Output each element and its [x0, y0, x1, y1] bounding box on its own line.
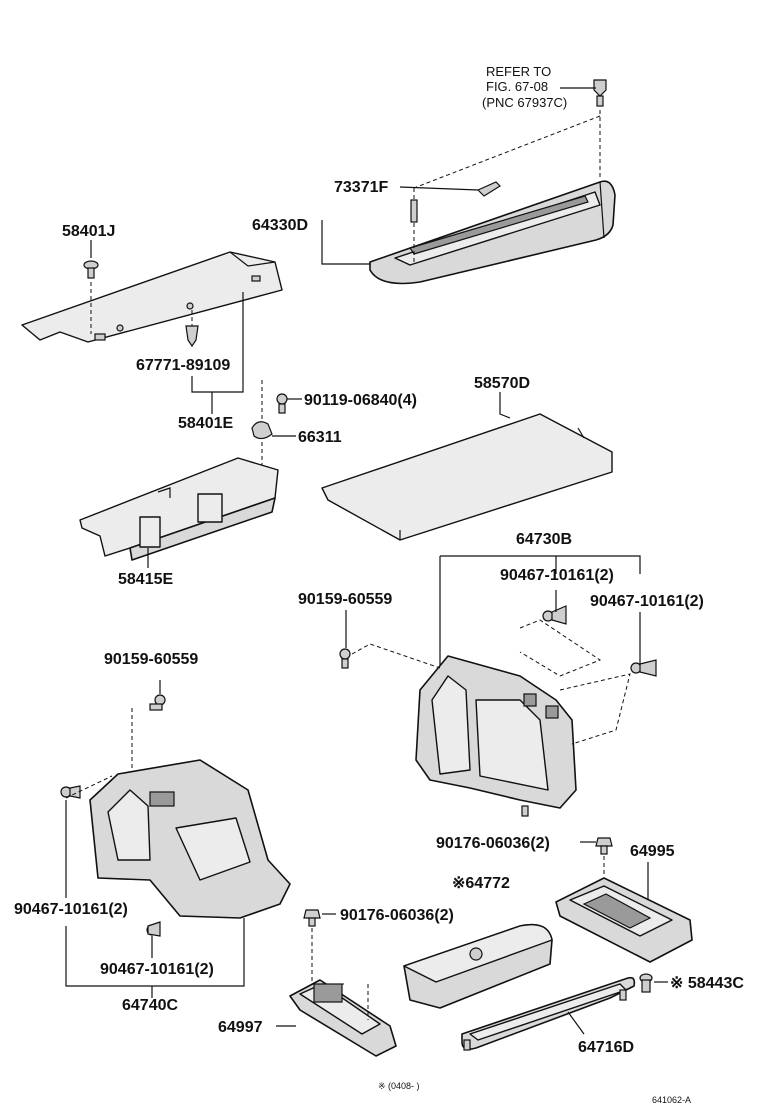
label-90176-b: 90176-06036(2): [340, 907, 454, 924]
part-90176-bolt-b: [303, 909, 321, 927]
label-64997: 64997: [218, 1019, 263, 1036]
part-67771-clip: [185, 325, 199, 348]
part-64995-tray: [555, 877, 693, 963]
label-58401j: 58401J: [62, 223, 115, 240]
part-90159-bolt-a: [149, 694, 166, 711]
part-66311-hook: [251, 421, 273, 440]
label-58570d: 58570D: [474, 375, 530, 392]
part-58401j-panel: [21, 251, 283, 343]
label-58443c: ※ 58443C: [670, 975, 744, 992]
label-64716d: 64716D: [578, 1039, 634, 1056]
part-73371f-clip: [476, 181, 501, 197]
label-64330d: 64330D: [252, 217, 308, 234]
leader-67937c-2: [413, 115, 601, 189]
leader-90467-c-dash: [65, 775, 113, 799]
label-90467-a: 90467-10161(2): [500, 567, 614, 584]
label-90119: 90119-06840(4): [304, 392, 417, 409]
part-67937c-fastener: [593, 79, 607, 107]
leader-90467-a-dash: [519, 619, 602, 677]
part-90467-fastener-d: [146, 921, 161, 937]
leader-73371f: [399, 186, 479, 191]
part-64740c-trim: [89, 759, 291, 919]
label-refer-1: REFER TO: [486, 64, 551, 79]
part-90467-fastener-c: [60, 785, 81, 799]
label-64740c: 64740C: [122, 997, 178, 1014]
part-64772-cover: [403, 923, 553, 1009]
label-64995: 64995: [630, 843, 675, 860]
leader-90467-b-dash: [559, 673, 631, 745]
label-90159-a: 90159-60559: [104, 651, 198, 668]
label-58401e: 58401E: [178, 415, 233, 432]
footer-note: ※ (0408- ): [378, 1081, 420, 1091]
part-58443c-clip: [639, 973, 653, 993]
label-90159-b: 90159-60559: [298, 591, 392, 608]
leader-58570d: [499, 392, 511, 419]
label-refer-3: (PNC 67937C): [482, 95, 567, 110]
part-64997-box: [289, 979, 397, 1057]
part-58415e-bracket: [79, 457, 279, 561]
part-90467-fastener-b: [630, 659, 657, 677]
part-90159-bolt-b: [339, 648, 351, 669]
label-refer-2: FIG. 67-08: [486, 79, 548, 94]
footer-figure-id: 641062-A: [652, 1095, 691, 1105]
part-64730b-trim: [415, 655, 577, 809]
label-90176-a: 90176-06036(2): [436, 835, 550, 852]
part-73371f-stud: [410, 199, 418, 223]
label-64772: ※64772: [452, 875, 510, 892]
label-90467-c: 90467-10161(2): [14, 901, 128, 918]
part-64330d-tray-trim: [369, 180, 616, 285]
label-64730b: 64730B: [516, 531, 572, 548]
label-90467-d: 90467-10161(2): [100, 961, 214, 978]
part-90467-fastener-a: [542, 605, 567, 625]
leader-58401e: [191, 292, 244, 393]
leader-90159-b-dash: [351, 643, 441, 669]
part-58570d-mat: [321, 413, 613, 541]
part-58401j-clip: [83, 260, 99, 279]
label-67771: 67771-89109: [136, 357, 230, 374]
leader-64716d: [567, 1011, 585, 1035]
label-73371f: 73371F: [334, 179, 388, 196]
label-58415e: 58415E: [118, 571, 173, 588]
label-90467-b: 90467-10161(2): [590, 593, 704, 610]
label-66311: 66311: [298, 429, 342, 446]
leader-64740c: [65, 918, 245, 987]
part-90119-bolt: [276, 393, 288, 414]
part-64716d-plate: [461, 976, 636, 1051]
leader-64330d: [321, 220, 370, 265]
part-64730b-pin: [521, 805, 529, 817]
leader-64730b: [440, 555, 641, 574]
part-90176-bolt-a: [595, 837, 613, 855]
